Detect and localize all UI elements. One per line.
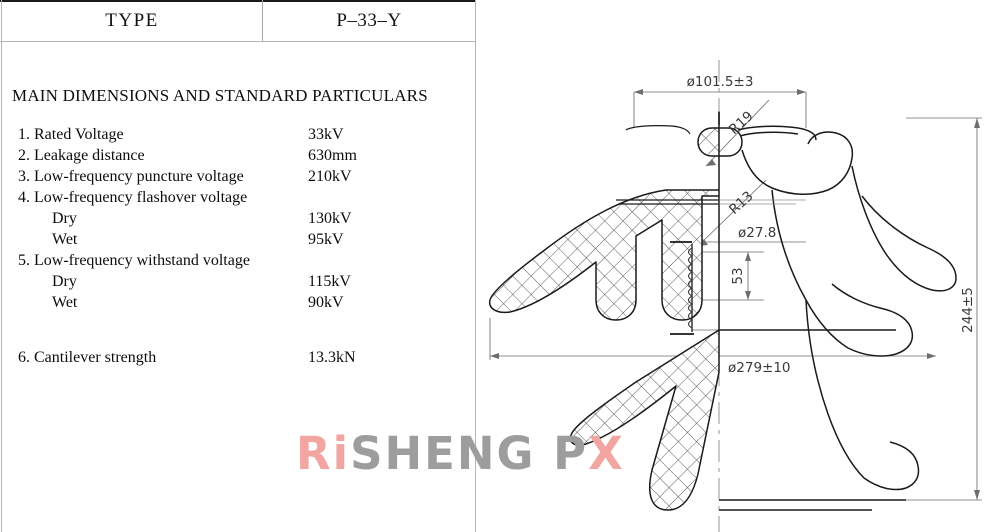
spec-row-value: 13.3kN: [308, 349, 356, 366]
watermark-part-a: Ri: [296, 427, 351, 480]
spec-row-label: Wet: [52, 294, 78, 311]
spec-row: 1. Rated Voltage 33kV: [18, 126, 418, 147]
cap-detail-left: [616, 125, 719, 205]
spec-row-label: 2. Leakage distance: [18, 147, 145, 164]
spec-row: 2. Leakage distance 630mm: [18, 147, 418, 168]
dim-bore-diameter: ø27.8: [738, 225, 776, 241]
dim-skirt-diameter: ø279±10: [728, 360, 791, 376]
spec-row-value: 115kV: [308, 273, 351, 290]
type-header-label: TYPE: [105, 10, 159, 31]
insulator-section-left: [488, 111, 720, 511]
table-header-divider: [0, 41, 476, 42]
sheet-left-border: [1, 0, 2, 532]
insulator-drawing: ø101.5±3 R19 R13 ø27.8 53 ø279±10 244±5: [476, 0, 1000, 532]
spec-row: 5. Low-frequency withstand voltage: [18, 252, 418, 273]
dim-top-diameter: ø101.5±3: [687, 74, 754, 90]
spec-row: Wet 95kV: [18, 231, 418, 252]
spec-row-value: 95kV: [308, 231, 344, 248]
dim-radius-side: R13: [726, 188, 756, 218]
spec-row: Dry 130kV: [18, 210, 418, 231]
spec-row-label: Dry: [52, 273, 77, 290]
spec-title: MAIN DIMENSIONS AND STANDARD PARTICULARS: [12, 86, 428, 105]
spec-row-label: Wet: [52, 231, 78, 248]
spec-row-label: 3. Low-frequency puncture voltage: [18, 168, 244, 185]
spec-row-label: 4. Low-frequency flashover voltage: [18, 189, 248, 206]
dim-bore-depth: 53: [730, 267, 746, 284]
spec-list: 1. Rated Voltage 33kV 2. Leakage distance 6…: [18, 126, 418, 370]
spec-row: 4. Low-frequency flashover voltage: [18, 189, 418, 210]
threaded-bore: [670, 241, 694, 335]
spec-row-value: 210kV: [308, 168, 352, 185]
spec-row-label: Dry: [52, 210, 77, 227]
type-header-value: P–33–Y: [336, 10, 402, 31]
spec-row: [18, 315, 418, 349]
dim-total-height: 244±5: [960, 287, 976, 333]
spec-row: Wet 90kV: [18, 294, 418, 315]
construction-lines: [719, 199, 806, 205]
spec-row-label: 5. Low-frequency withstand voltage: [18, 252, 250, 269]
spec-row-value: 90kV: [308, 294, 344, 311]
spec-row-value: 130kV: [308, 210, 352, 227]
spec-row: 6. Cantilever strength 13.3kN: [18, 349, 418, 370]
spec-row-label: 1. Rated Voltage: [18, 126, 124, 143]
insulator-outline-right: [718, 112, 957, 511]
spec-row: Dry 115kV: [18, 273, 418, 294]
table-top-border: [0, 0, 476, 2]
spec-row: 3. Low-frequency puncture voltage 210kV: [18, 168, 418, 189]
table-right-border: [475, 0, 476, 532]
spec-row-value: 630mm: [308, 147, 357, 164]
dimension-lines: [489, 89, 982, 501]
spec-row-value: 33kV: [308, 126, 344, 143]
spec-row-label: 6. Cantilever strength: [18, 349, 157, 366]
table-column-divider: [262, 0, 263, 41]
